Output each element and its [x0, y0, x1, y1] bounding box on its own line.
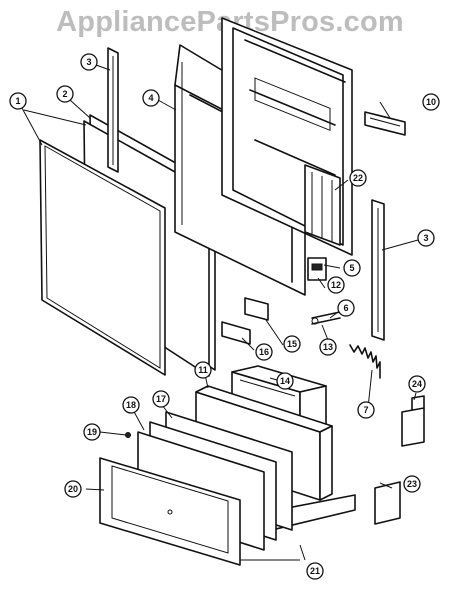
part-small-brackets — [221, 297, 269, 345]
callout-15: 15 — [283, 335, 301, 353]
svg-text:7: 7 — [363, 405, 368, 415]
part-side-trim-right — [371, 199, 385, 341]
part-tub-frame — [221, 17, 353, 256]
callout-4: 4 — [142, 89, 160, 107]
svg-text:11: 11 — [198, 365, 208, 375]
callout-6: 6 — [337, 299, 355, 317]
svg-text:14: 14 — [280, 376, 290, 386]
svg-text:15: 15 — [287, 339, 297, 349]
callout-12: 12 — [327, 276, 345, 294]
part-latch — [307, 257, 327, 281]
part-top-bracket — [364, 111, 406, 136]
callout-21: 21 — [306, 562, 324, 580]
callout-2: 2 — [56, 85, 74, 103]
svg-text:17: 17 — [156, 394, 166, 404]
callout-24: 24 — [408, 375, 426, 393]
callout-19: 19 — [83, 423, 101, 441]
part-side-trim-left — [107, 47, 119, 173]
svg-text:2: 2 — [62, 89, 67, 99]
svg-text:24: 24 — [412, 379, 422, 389]
part-small-plate — [374, 481, 401, 525]
callout-18: 18 — [122, 396, 140, 414]
svg-text:3: 3 — [86, 57, 91, 67]
part-frame-trim — [99, 457, 241, 566]
svg-text:5: 5 — [349, 263, 354, 273]
callout-10: 10 — [422, 93, 440, 111]
svg-text:4: 4 — [148, 93, 153, 103]
svg-text:3: 3 — [423, 233, 428, 243]
callout-11: 11 — [194, 361, 212, 379]
part-hinge-link — [311, 311, 341, 325]
callout-3-right: 3 — [417, 229, 435, 247]
part-screw — [125, 432, 131, 438]
svg-text:6: 6 — [343, 303, 348, 313]
svg-text:13: 13 — [323, 342, 333, 352]
svg-text:19: 19 — [87, 427, 97, 437]
callout-17: 17 — [152, 390, 170, 408]
callout-23: 23 — [403, 475, 421, 493]
svg-text:22: 22 — [353, 173, 363, 183]
svg-text:12: 12 — [331, 280, 341, 290]
callout-20: 20 — [64, 480, 82, 498]
part-corner-bracket — [401, 395, 425, 447]
callout-7: 7 — [357, 401, 375, 419]
leader-lines — [21, 64, 419, 561]
svg-text:1: 1 — [15, 96, 20, 106]
svg-text:18: 18 — [126, 400, 136, 410]
part-spring — [349, 344, 381, 379]
callout-1: 1 — [9, 92, 27, 110]
callout-14: 14 — [276, 372, 294, 390]
callout-5: 5 — [343, 259, 361, 277]
svg-text:10: 10 — [426, 97, 436, 107]
svg-text:20: 20 — [68, 484, 78, 494]
svg-text:16: 16 — [259, 347, 269, 357]
callout-3-left: 3 — [80, 53, 98, 71]
callout-13: 13 — [319, 338, 337, 356]
svg-text:21: 21 — [310, 566, 320, 576]
svg-text:23: 23 — [407, 479, 417, 489]
callout-22: 22 — [349, 169, 367, 187]
callout-16: 16 — [255, 343, 273, 361]
